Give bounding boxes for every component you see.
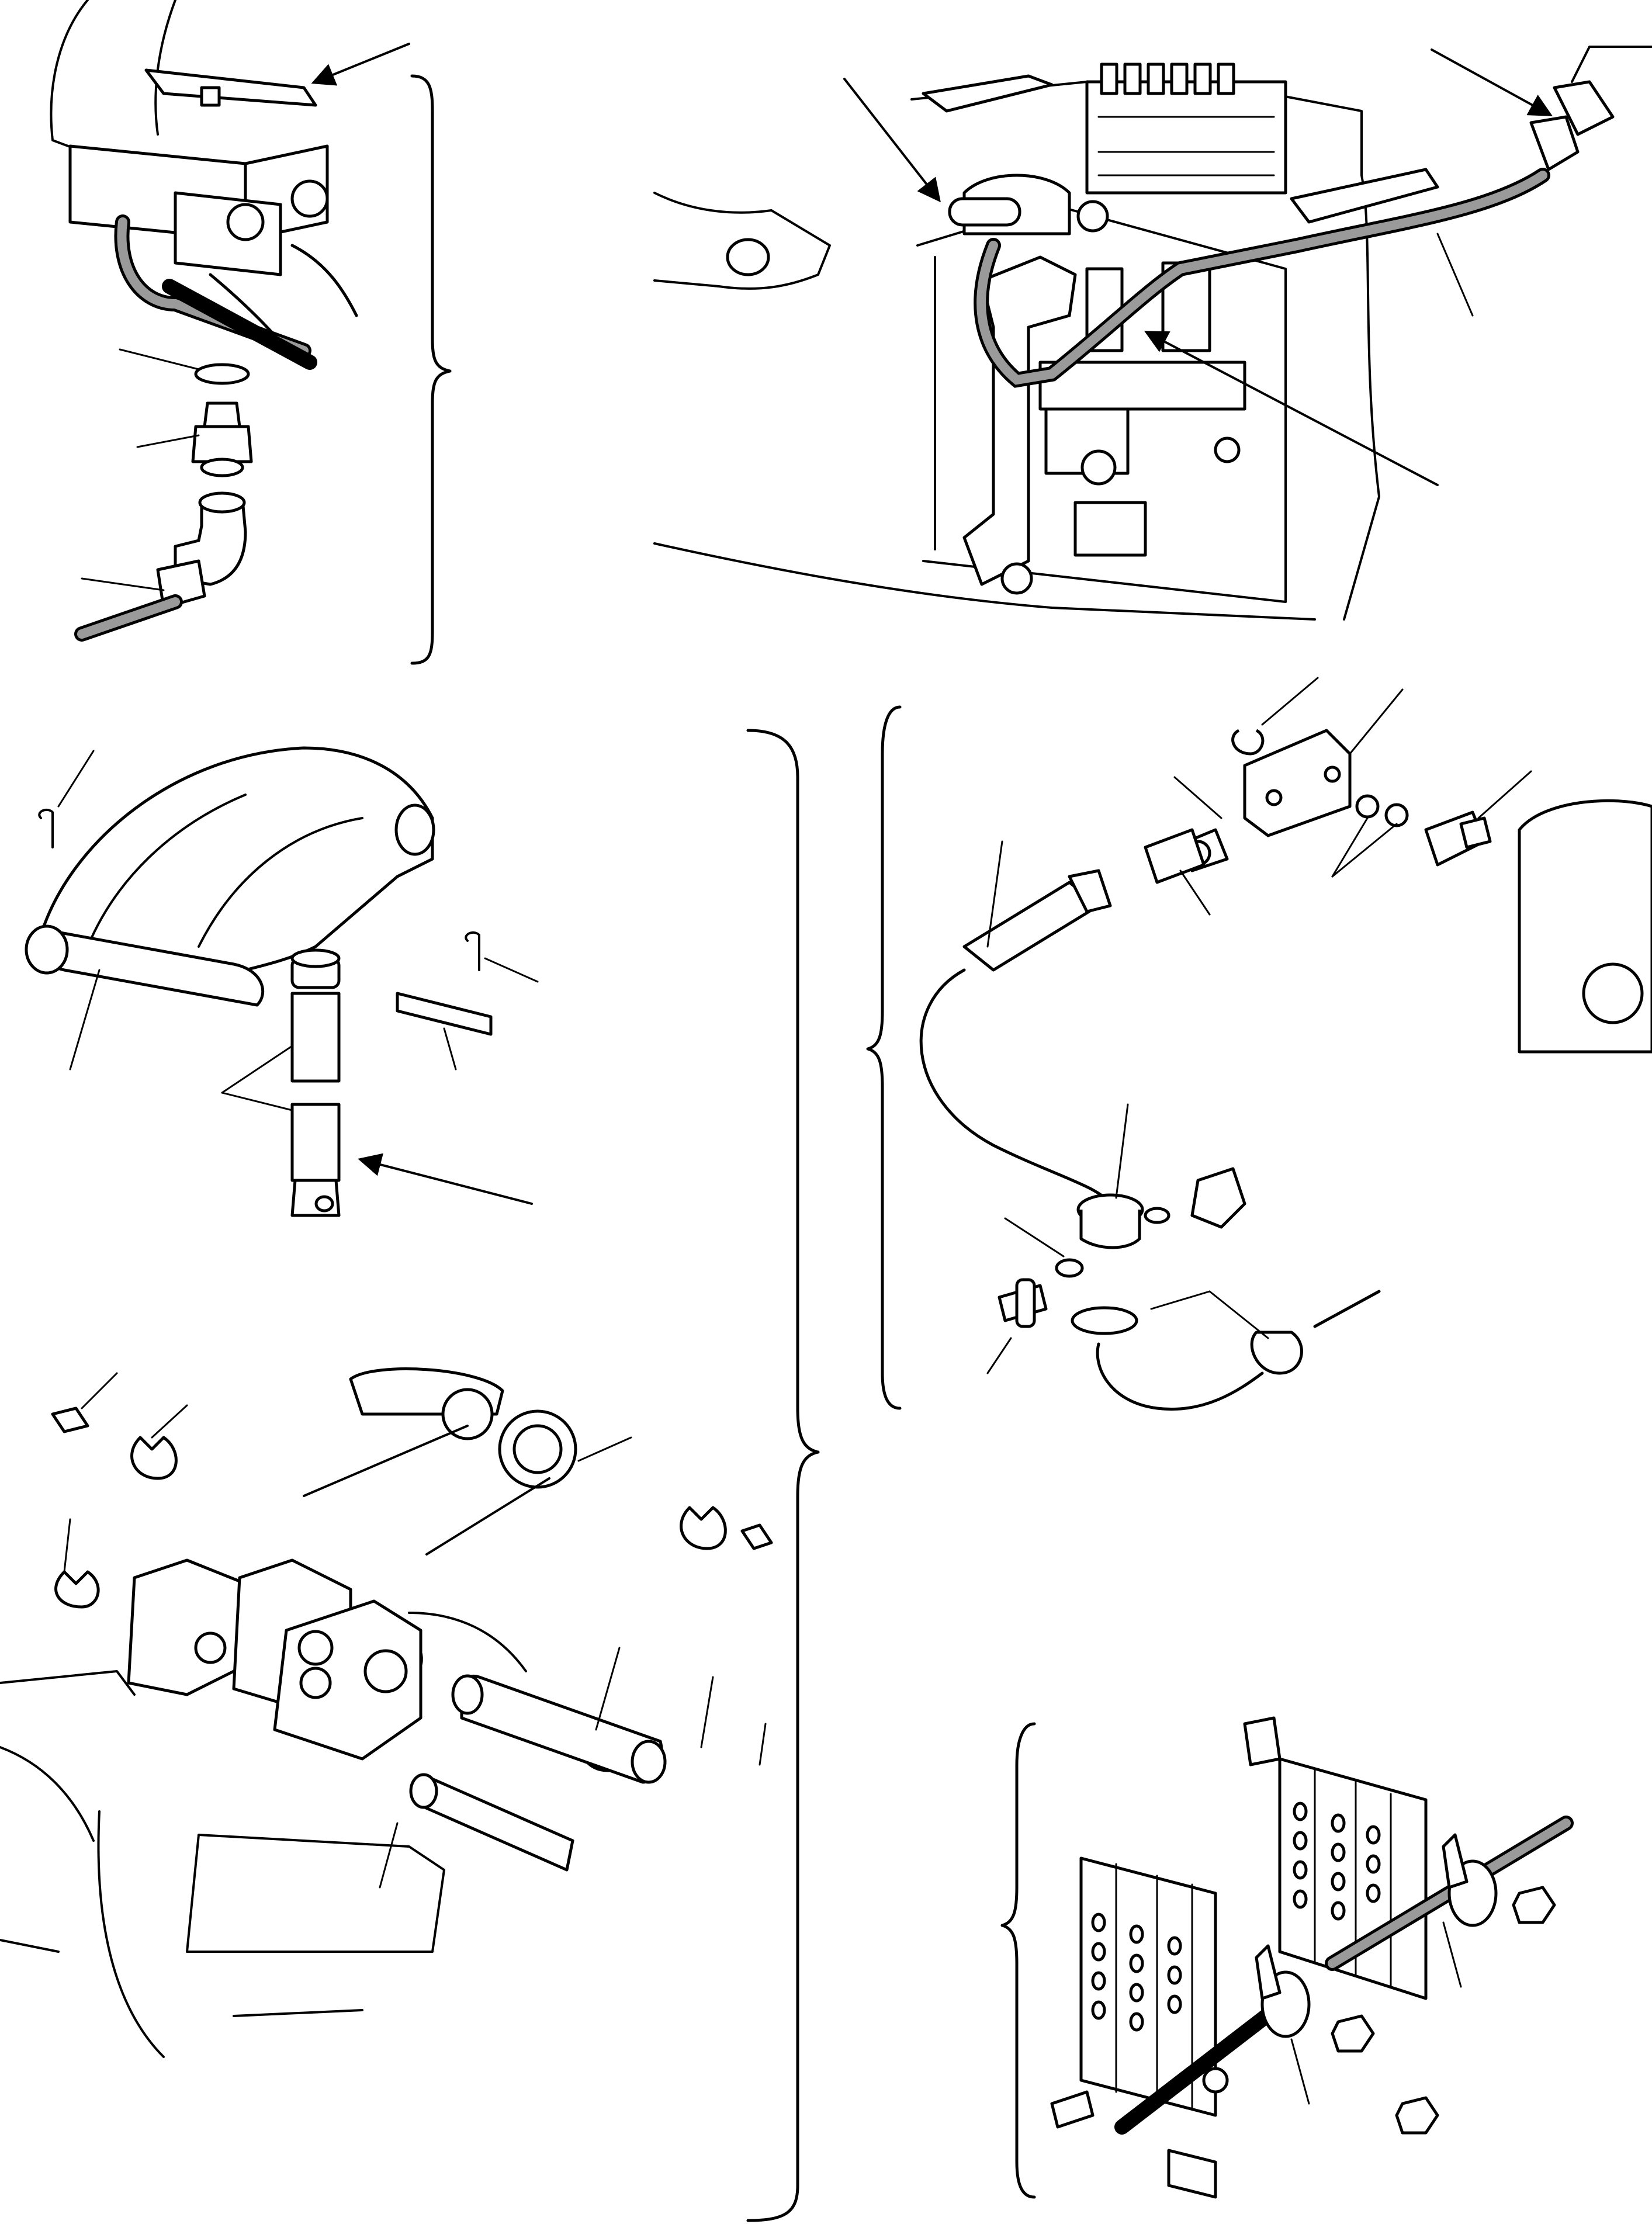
machine-overview-view	[653, 46, 1652, 621]
valve-hose-fitting-view	[50, 0, 452, 665]
leader-arrow-icon	[311, 43, 410, 86]
pin-guard-assembly-view	[0, 729, 820, 2222]
adapter	[203, 401, 241, 428]
brace-bracket-icon	[746, 729, 820, 2222]
connector-block	[1243, 729, 1352, 837]
o-ring	[194, 363, 250, 385]
brace-bracket-icon	[410, 74, 452, 665]
control-valve-bank	[1085, 80, 1287, 195]
brace-bracket-icon	[1000, 1722, 1036, 2199]
valve-bank-support-view	[1000, 1716, 1574, 2199]
guard-cover	[39, 746, 434, 972]
leader-arrow-icon	[1144, 331, 1439, 486]
brace-bracket-icon	[866, 705, 902, 1410]
sensor-cable-assembly-view	[866, 677, 1652, 1411]
leader-arrow-icon	[358, 1153, 533, 1205]
leader-arrow-icon	[843, 78, 941, 203]
pivot-pin	[455, 1674, 664, 1784]
leader-arrow-icon	[1431, 49, 1553, 116]
